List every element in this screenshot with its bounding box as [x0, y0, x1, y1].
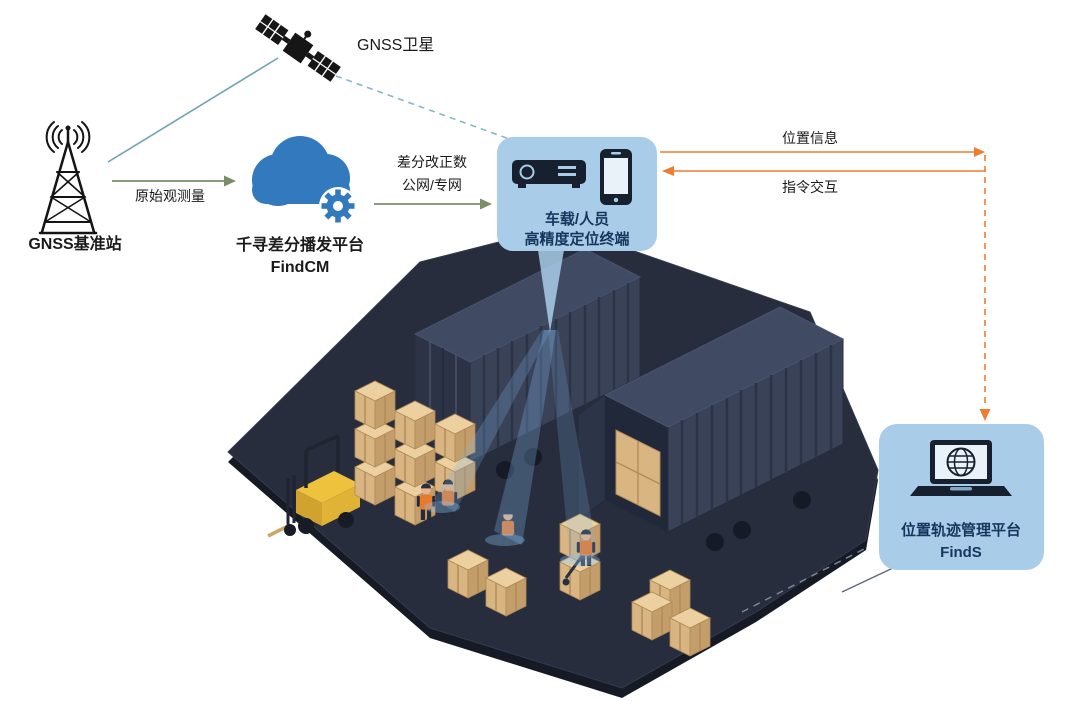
antenna-tower-icon: [38, 121, 98, 235]
terminal-node: 车载/人员 高精度定位终端: [497, 137, 657, 332]
edge-raw-observation: 原始观测量: [112, 175, 236, 204]
cloud-node: 千寻差分播发平台 FindCM: [236, 136, 364, 276]
link-satellite-base: [107, 57, 279, 163]
finds-subtitle: FindS: [940, 544, 982, 561]
forklift: [267, 434, 360, 538]
satellite-node: GNSS卫星: [255, 14, 434, 82]
gear-icon: [319, 187, 357, 225]
positioning-beams: [424, 330, 600, 566]
edge-command-label: 指令交互: [782, 179, 838, 195]
smartphone-icon: [600, 149, 632, 205]
link-satellite-terminal: [335, 75, 513, 141]
edge-correction-label-2: 公网/专网: [402, 177, 462, 193]
laptop-globe-icon: [910, 440, 1012, 496]
finds-panel: [879, 424, 1044, 570]
satellite-icon: [255, 14, 341, 82]
beam-left: [434, 330, 551, 512]
edge-command: 指令交互: [662, 166, 985, 195]
finds-node: 位置轨迹管理平台 FindS: [879, 424, 1044, 570]
edge-correction: 差分改正数 公网/专网: [374, 154, 492, 210]
container-2-wheels: [706, 491, 811, 551]
globe-icon: [946, 447, 976, 477]
cloud-gear-icon: [252, 136, 357, 225]
base-station-label: GNSS基准站: [28, 234, 121, 253]
base-station-node: GNSS基准站: [28, 121, 122, 253]
receiver-icon: [512, 160, 586, 188]
cloud-title: 千寻差分播发平台: [236, 235, 364, 254]
terminal-title: 车载/人员: [545, 210, 609, 228]
finds-callout-line: [841, 567, 894, 593]
terminal-callout-tail: [538, 250, 564, 332]
cloud-subtitle: FindCM: [271, 259, 330, 276]
warehouse-scene: [227, 225, 879, 698]
edge-position-info: 位置信息: [660, 130, 985, 157]
beam-right: [548, 330, 598, 562]
edge-correction-label-1: 差分改正数: [397, 154, 467, 170]
floor-dashed-marking: [741, 547, 867, 613]
container-2: [577, 306, 845, 533]
satellite-label: GNSS卫星: [357, 37, 434, 54]
terminal-subtitle: 高精度定位终端: [524, 230, 629, 248]
beam-center: [494, 330, 556, 545]
edge-raw-observation-label: 原始观测量: [135, 188, 205, 204]
finds-title: 位置轨迹管理平台: [901, 521, 1021, 539]
edge-finds-vertical: [979, 155, 991, 421]
edge-position-info-label: 位置信息: [782, 130, 838, 146]
